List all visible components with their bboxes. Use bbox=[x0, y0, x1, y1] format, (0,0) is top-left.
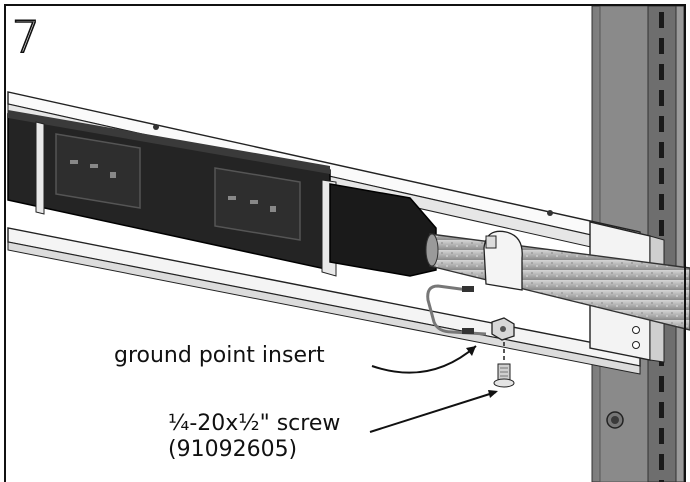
post-slot bbox=[659, 38, 664, 54]
post-slot bbox=[659, 12, 664, 28]
post-slot bbox=[659, 480, 664, 482]
post-slot bbox=[659, 168, 664, 184]
ground-wire bbox=[426, 284, 487, 336]
post-slot bbox=[659, 142, 664, 158]
screw-leader-line bbox=[369, 391, 497, 433]
ground-point-insert bbox=[491, 317, 515, 341]
post-slot bbox=[659, 64, 664, 80]
insert-leader-line bbox=[371, 345, 477, 374]
post-slot bbox=[659, 90, 664, 106]
screw bbox=[493, 363, 515, 388]
outlet-left bbox=[55, 133, 141, 209]
frame-border bbox=[4, 4, 686, 482]
step-number: 7 bbox=[12, 12, 40, 63]
outlet-right bbox=[214, 167, 301, 241]
post-slot bbox=[659, 194, 664, 210]
post-slot bbox=[659, 428, 664, 444]
conduit-clamp bbox=[483, 230, 523, 291]
post-slot bbox=[659, 454, 664, 470]
post-slot bbox=[659, 116, 664, 132]
post-slot bbox=[659, 376, 664, 392]
screw-part-number: (91092605) bbox=[168, 437, 297, 462]
post-slot bbox=[659, 402, 664, 418]
screw-spec-label: ¼-20x½" screw bbox=[168, 411, 340, 436]
ground-insert-label: ground point insert bbox=[114, 343, 325, 368]
post-slot bbox=[659, 220, 664, 236]
lower-rail bbox=[7, 227, 641, 375]
pdu-unit bbox=[7, 110, 437, 277]
